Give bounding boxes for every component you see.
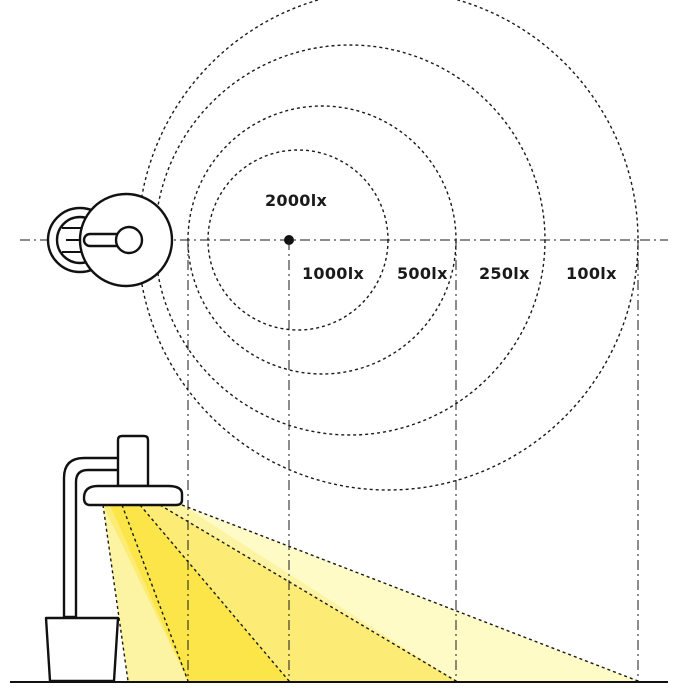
top-view: 2000lx 1000lx 500lx 250lx 100lx: [20, 0, 668, 491]
label-2000lx: 2000lx: [265, 191, 328, 210]
side-view: [10, 240, 668, 683]
lamp-head-top-view: [46, 192, 174, 288]
label-500lx: 500lx: [397, 264, 448, 283]
cone-1000lx: [110, 505, 289, 681]
label-1000lx: 1000lx: [302, 264, 365, 283]
label-100lx: 100lx: [566, 264, 617, 283]
lamp-side-view: [44, 434, 184, 683]
zone-100lx-circle: [137, 0, 639, 491]
label-250lx: 250lx: [479, 264, 530, 283]
